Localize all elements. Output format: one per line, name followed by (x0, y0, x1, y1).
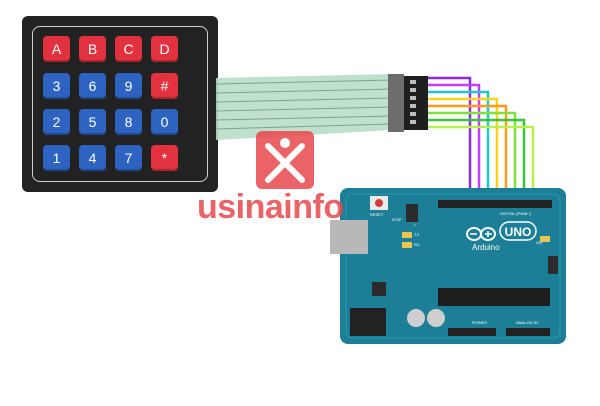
jumper-wire (428, 97, 499, 202)
membrane-keypad: A B C D 3 6 9 # 2 5 8 0 1 4 7 * (22, 16, 218, 192)
key: C (115, 36, 142, 62)
ribbon-cable (215, 74, 393, 140)
jumper-wire (428, 90, 490, 202)
jumper-wire (428, 83, 481, 202)
key: D (151, 36, 178, 62)
arduino-brand-text: Arduino (472, 243, 500, 252)
uno-logo-text: UNO (505, 225, 532, 239)
arduino-infinity-logo-icon (466, 227, 496, 241)
usb-port (330, 220, 368, 254)
jumper-wire (428, 76, 472, 202)
rx-label: RX (414, 242, 420, 247)
usinainfo-watermark-text: usinainfo (197, 188, 344, 226)
l-label: L (414, 222, 417, 227)
key: 3 (43, 73, 70, 99)
key: 8 (115, 109, 142, 135)
key: # (151, 73, 178, 99)
tx-label: TX (414, 232, 419, 237)
jumper-wire (428, 125, 535, 202)
power-jack (350, 308, 386, 336)
key: * (151, 145, 178, 171)
reset-button-icon (375, 199, 383, 207)
digital-label: DIGITAL (PWM~) (500, 211, 532, 216)
jumper-wires (428, 76, 535, 202)
key: 0 (151, 109, 178, 135)
key: 7 (115, 145, 142, 171)
key: 6 (79, 73, 106, 99)
key: 4 (79, 145, 106, 171)
jumper-wire (428, 118, 526, 202)
power-label: POWER (472, 320, 487, 325)
key: A (43, 36, 70, 62)
usinainfo-logo-icon (256, 131, 314, 189)
key: B (79, 36, 106, 62)
pin-header-connector (388, 74, 428, 132)
jumper-wire (428, 111, 517, 202)
icsp-label: ICSP (392, 217, 402, 222)
on-label: ON (536, 240, 542, 245)
keypad-border (32, 26, 208, 182)
reset-label: RESET (370, 212, 384, 217)
key: 2 (43, 109, 70, 135)
atmega-chip (438, 288, 550, 306)
analog-label: ANALOG IN (516, 320, 538, 325)
arduino-uno-board: UNO Arduino RESET ICSP DIGITAL (PWM~) AN… (330, 188, 566, 344)
jumper-wire (428, 104, 508, 202)
key: 5 (79, 109, 106, 135)
key: 9 (115, 73, 142, 99)
power-header (448, 328, 496, 336)
key: 1 (43, 145, 70, 171)
digital-header (438, 200, 552, 208)
analog-header (506, 328, 550, 336)
